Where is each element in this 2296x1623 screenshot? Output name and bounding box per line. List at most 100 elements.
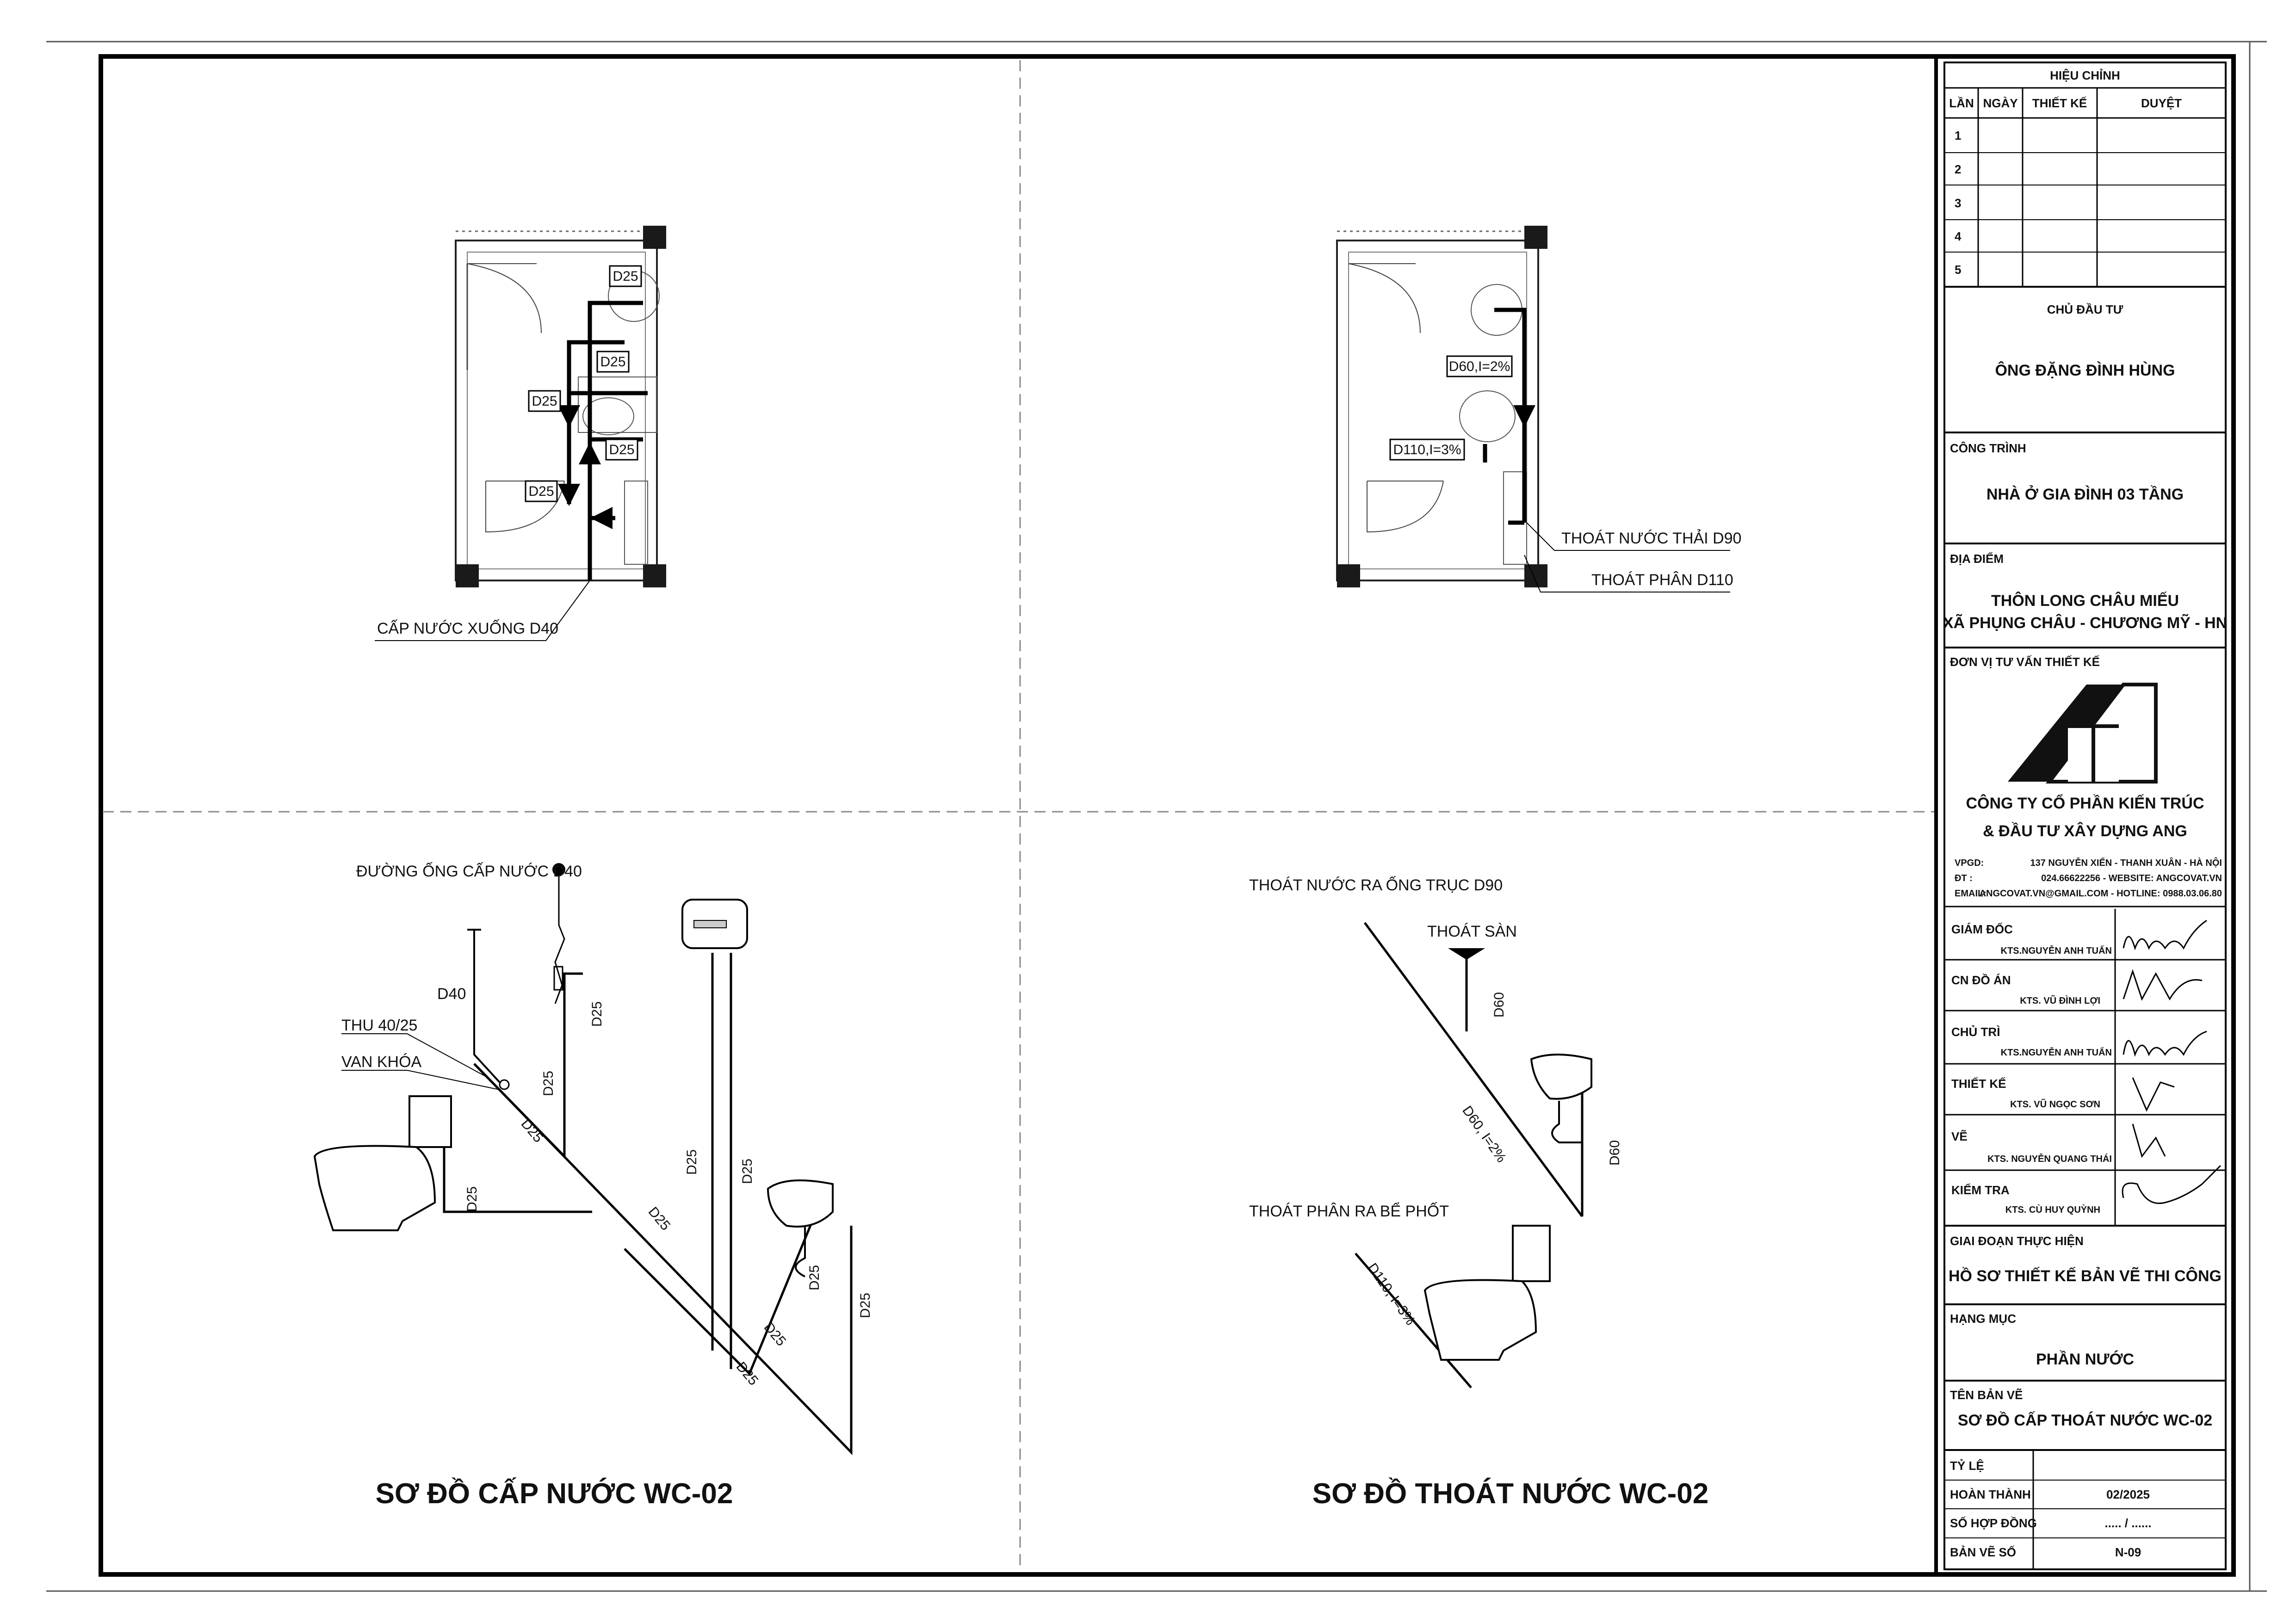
drain-pipe-plan — [1483, 308, 1527, 525]
rev-row: 1 — [1955, 129, 1961, 142]
iso-drain: THOÁT NƯỚC RA ỐNG TRỤC D90 THOÁT SÀN THO… — [1249, 876, 1708, 1510]
location-line-1: THÔN LONG CHÂU MIẾU — [1991, 592, 2179, 610]
signer-name: KTS.NGUYỄN ANH TUẤN — [2001, 945, 2112, 956]
column — [643, 564, 666, 587]
signer-role: GIÁM ĐỐC — [1951, 922, 2013, 936]
contact-key: VPGD: — [1955, 858, 1984, 868]
column — [456, 564, 479, 587]
pipe-label: D25 — [761, 1320, 789, 1349]
pipe-label: D25 — [645, 1204, 674, 1233]
title-block: HIỆU CHỈNH LẦN NGÀY THIẾT KẾ DUYỆT 1 2 3… — [1934, 55, 2235, 1576]
rev-row: 4 — [1955, 229, 1962, 243]
pipe-label: D25 — [684, 1149, 699, 1175]
shower-plan — [624, 481, 648, 565]
signer-role: KIỂM TRA — [1951, 1183, 2010, 1197]
pipe-label: D25 — [589, 1001, 605, 1027]
category-label: HẠNG MỤC — [1950, 1312, 2016, 1326]
signers-table: GIÁM ĐỐC KTS.NGUYỄN ANH TUẤN CN ĐỒ ÁN KT… — [1944, 909, 2226, 1227]
callout-wastewater: THOÁT NƯỚC THẢI D90 — [1561, 530, 1741, 547]
consultant-label: ĐƠN VỊ TƯ VẤN THIẾT KẾ — [1950, 655, 2100, 669]
floor-drain-icon — [1448, 948, 1485, 960]
column — [643, 226, 666, 249]
shower-hose — [554, 870, 565, 1004]
callout-supply-riser: CẤP NƯỚC XUỐNG D40 — [377, 619, 558, 637]
soil-pipe — [1355, 1253, 1472, 1388]
column — [1524, 564, 1547, 587]
drain-main-pipe — [1363, 922, 1584, 1217]
contact-value: ANGCOVAT.VN@GMAIL.COM - HOTLINE: 0988.03… — [1980, 889, 2222, 899]
drawing-name: SƠ ĐỒ CẤP THOÁT NƯỚC WC-02 — [1958, 1412, 2212, 1429]
signer-role: CHỦ TRÌ — [1951, 1024, 2000, 1039]
owner-name: ÔNG ĐẶNG ĐÌNH HÙNG — [1995, 361, 2175, 379]
toilet-tank — [1512, 1225, 1551, 1282]
rev-row: 5 — [1955, 263, 1961, 277]
callout-soil-pipe: THOÁT PHÂN D110 — [1591, 571, 1733, 589]
pipe-label: D25 — [464, 1186, 480, 1212]
pipe-tag: D60,I=2% — [1449, 359, 1510, 374]
signer-name: KTS. NGUYỄN QUANG THÁI — [1987, 1154, 2112, 1164]
signer-role: CN ĐỒ ÁN — [1951, 973, 2011, 987]
rev-row: 2 — [1955, 162, 1961, 176]
signature-icon — [2123, 969, 2203, 1001]
rev-heading: HIỆU CHỈNH — [2050, 68, 2120, 82]
project-label: CÔNG TRÌNH — [1950, 441, 2026, 455]
title-drain-diagram: SƠ ĐỒ THOÁT NƯỚC WC-02 — [1312, 1478, 1708, 1510]
contact-key: ĐT : — [1955, 873, 1973, 883]
meta-key: HOÀN THÀNH — [1950, 1487, 2031, 1501]
category-value: PHẦN NƯỚC — [2036, 1351, 2134, 1368]
signer-name: KTS.NGUYỄN ANH TUẤN — [2001, 1047, 2112, 1058]
contact-value: 024.66622256 - WEBSITE: ANGCOVAT.VN — [2041, 873, 2222, 883]
rev-col: NGÀY — [1983, 96, 2018, 110]
label-floor-drain: THOÁT SÀN — [1427, 923, 1517, 940]
owner-label: CHỦ ĐẦU TƯ — [2047, 302, 2123, 316]
signer-role: VẼ — [1951, 1129, 1968, 1143]
pipe-label: D60 — [1491, 992, 1507, 1018]
plan-drain: D60,I=2% D110,I=3% THOÁT NƯỚC THẢI D90 T… — [1336, 226, 1741, 592]
label-drain-stack: THOÁT NƯỚC RA ỐNG TRỤC D90 — [1249, 876, 1503, 894]
heater-pipes — [711, 953, 732, 1369]
contact-value: 137 NGUYỄN XIỂN - THANH XUÂN - HÀ NỘI — [2030, 857, 2222, 868]
wash-basin — [767, 1179, 834, 1228]
signature-icon — [2123, 1031, 2207, 1057]
label-d40: D40 — [437, 985, 466, 1003]
project-name: NHÀ Ở GIA ĐÌNH 03 TẦNG — [1987, 486, 2184, 503]
meta-value: N-09 — [2115, 1545, 2141, 1559]
meta-key: TỶ LỆ — [1950, 1459, 1984, 1473]
label-reducer: THU 40/25 — [341, 1017, 417, 1034]
label-valve: VAN KHÓA — [341, 1053, 422, 1071]
pipe-label: D110, I=3% — [1364, 1260, 1418, 1328]
plan-supply: D25 D25 D25 D25 D25 CẤP NƯỚC XUỐNG D40 — [375, 226, 666, 641]
stage-value: HỒ SƠ THIẾT KẾ BẢN VẼ THI CÔNG — [1949, 1267, 2222, 1285]
company-name-1: CÔNG TY CỔ PHẦN KIẾN TRÚC — [1966, 794, 2204, 812]
plan-room-outline — [1336, 240, 1539, 581]
pipe-tag: D25 — [532, 394, 557, 409]
toilet-tank — [408, 1095, 452, 1148]
pipe-label: D25 — [858, 1293, 873, 1318]
pipe-label: D25 — [807, 1265, 822, 1290]
signature-icon — [2122, 1165, 2222, 1204]
meta-value: ..... / ...... — [2104, 1516, 2151, 1530]
pipe-label: D25 — [518, 1116, 546, 1145]
supply-main-pipe — [473, 1063, 853, 1456]
pipe-label: D25 — [541, 1071, 556, 1096]
signature-icon — [2132, 1123, 2166, 1158]
pipe-label: D60 — [1607, 1140, 1622, 1166]
contact-key: EMAIL: — [1955, 889, 1987, 899]
signature-icon — [2132, 1077, 2175, 1112]
column — [1524, 226, 1547, 249]
door-swing — [467, 263, 542, 333]
wash-basin — [1530, 1054, 1592, 1100]
column — [1337, 564, 1360, 587]
sheet-border — [99, 54, 2236, 1577]
meta-key: BẢN VẼ SỐ — [1950, 1545, 2016, 1559]
toilet-bowl-plan — [1459, 390, 1516, 442]
leader-line — [375, 580, 590, 641]
pipe-label: D25 — [733, 1359, 761, 1388]
toilet-bowl — [1423, 1279, 1537, 1361]
rev-col: LẦN — [1949, 96, 1974, 110]
plan-room-inner — [467, 252, 646, 569]
iso-supply: ĐƯỜNG ỐNG CẤP NƯỚC D40 D40 THU 40/25 VAN… — [313, 862, 873, 1510]
company-logo-icon — [2008, 683, 2158, 784]
pipe-label: D25 — [740, 1159, 755, 1184]
